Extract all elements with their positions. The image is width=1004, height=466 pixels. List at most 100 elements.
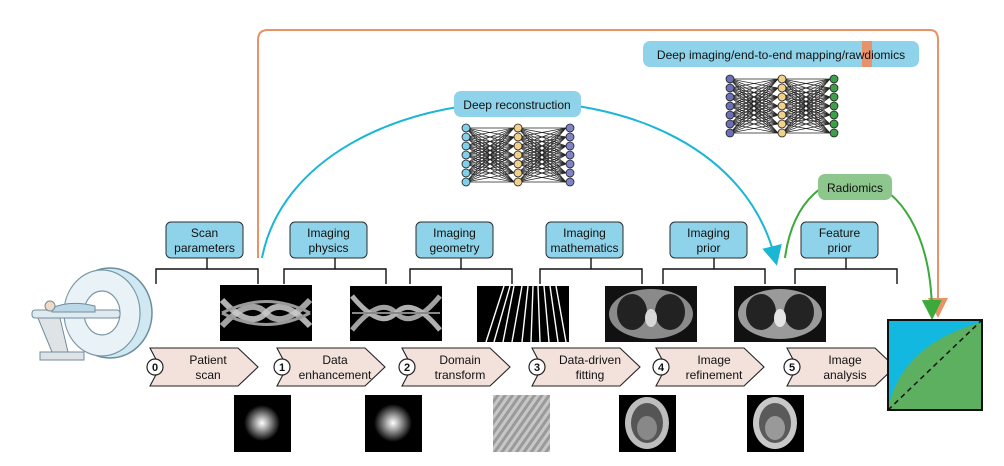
bracket-2 — [409, 258, 513, 284]
network-edge — [781, 78, 831, 98]
sinogram-image-2 — [350, 286, 442, 341]
stage-box-subtitle: prior — [696, 241, 720, 255]
stage-box-title: Imaging — [563, 226, 606, 240]
sinogram-image-1 — [219, 285, 313, 341]
network-node — [725, 74, 735, 84]
roc-curve-icon — [887, 319, 983, 411]
network-edge — [465, 127, 515, 147]
step-number: 3 — [534, 362, 540, 374]
network-edge — [517, 154, 567, 183]
step-title: Image — [828, 353, 862, 367]
network-node — [513, 168, 523, 178]
step-title: Data — [322, 353, 348, 367]
step-number-circle — [528, 358, 546, 376]
step-number-circle — [783, 358, 801, 376]
svg-text:Radiomics: Radiomics — [827, 181, 883, 195]
step-subtitle: fitting — [576, 368, 605, 382]
step-number: 4 — [658, 362, 665, 374]
step-title: Patient — [189, 353, 227, 367]
deep-reconstruction-label: Deep reconstruction — [454, 91, 581, 117]
network-edge — [517, 163, 567, 183]
network-node — [565, 141, 575, 151]
step-number: 2 — [404, 362, 410, 374]
network-edge — [781, 78, 831, 89]
network-edge — [781, 105, 831, 134]
step-title: Image — [697, 353, 731, 367]
network-node — [461, 177, 471, 187]
step-subtitle: enhancement — [299, 368, 372, 382]
network-edge — [781, 114, 831, 134]
network-node — [565, 168, 575, 178]
network-node — [725, 110, 735, 120]
network-edge — [781, 78, 831, 116]
step-number: 5 — [789, 362, 795, 374]
step-subtitle: refinement — [686, 368, 743, 382]
step-number: 0 — [152, 362, 158, 374]
network-edge — [517, 127, 567, 156]
network-node — [565, 132, 575, 142]
network-edge — [729, 78, 779, 125]
radiomics-label: Radiomics — [818, 174, 892, 200]
network-node — [725, 92, 735, 102]
network-edge — [781, 87, 831, 134]
k-space-image-1 — [234, 395, 291, 452]
network-edge — [729, 87, 779, 134]
network-node — [513, 177, 523, 187]
stage-box-subtitle: parameters — [174, 241, 235, 255]
network-node — [777, 101, 787, 111]
network-edge — [465, 127, 515, 165]
network-node — [565, 177, 575, 187]
step-number-circle — [273, 358, 291, 376]
stage-box-subtitle: physics — [308, 241, 348, 255]
network-edge — [781, 78, 831, 134]
step-subtitle: transform — [435, 368, 486, 382]
lung-ct-image-2 — [734, 286, 826, 342]
network-edge — [465, 127, 515, 183]
network-edge — [517, 127, 567, 165]
network-node — [777, 128, 787, 138]
network-node — [565, 159, 575, 169]
network-edge — [517, 172, 567, 183]
network-node — [777, 110, 787, 120]
stage-box-title: Scan — [191, 226, 218, 240]
k-space-image-2 — [365, 395, 422, 452]
step-subtitle: analysis — [823, 368, 866, 382]
step-number: 1 — [279, 362, 285, 374]
network-node — [829, 110, 839, 120]
network-node — [513, 132, 523, 142]
network-edge — [517, 127, 567, 183]
network-edge — [517, 145, 567, 183]
stage-box-subtitle: prior — [827, 241, 851, 255]
network-edge — [465, 145, 515, 183]
svg-text:Deep imaging/end-to-end mappin: Deep imaging/end-to-end mapping/rawdiomi… — [657, 48, 905, 62]
network-edge — [781, 78, 831, 107]
network-node — [829, 128, 839, 138]
network-edge — [729, 123, 779, 134]
network-node — [565, 123, 575, 133]
end-to-end-arrow — [257, 29, 948, 318]
bracket-5 — [794, 258, 898, 284]
network-node — [461, 123, 471, 133]
stage-box-title: Imaging — [307, 226, 350, 240]
stage-box-title: Feature — [819, 226, 861, 240]
frequency-pattern-image — [493, 395, 550, 452]
ct-scanner-icon — [31, 267, 153, 361]
network-edge — [465, 127, 515, 138]
network-node — [829, 101, 839, 111]
network-node — [513, 159, 523, 169]
lung-ct-image-1 — [605, 286, 697, 342]
line-projection-image — [477, 285, 569, 343]
svg-text:Deep reconstruction: Deep reconstruction — [463, 98, 570, 112]
network-edge — [729, 114, 779, 134]
network-edge — [729, 78, 779, 107]
